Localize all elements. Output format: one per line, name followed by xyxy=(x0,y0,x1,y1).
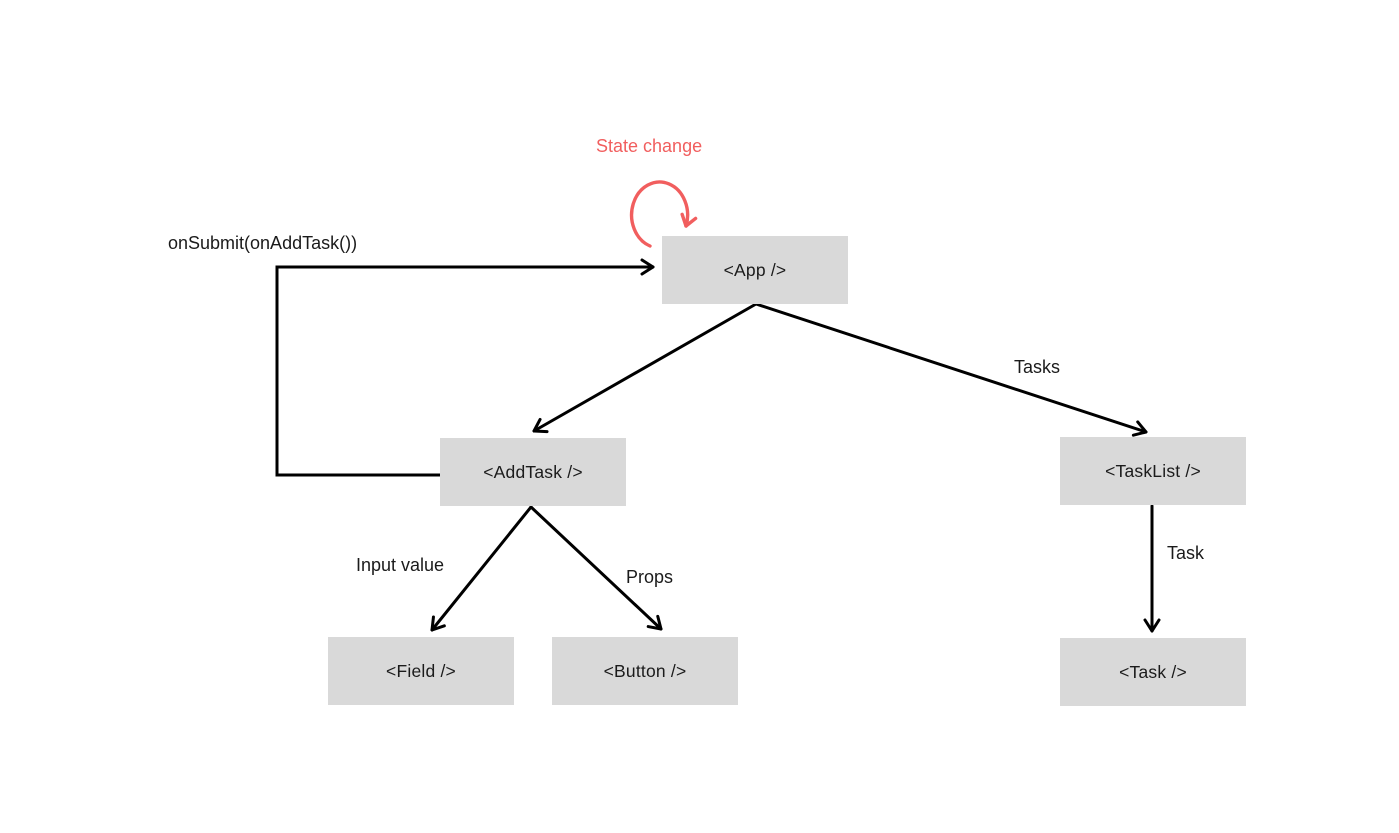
edge-app-state-change-loop xyxy=(629,180,698,248)
label-input-value: Input value xyxy=(356,555,445,575)
edge-addtask-to-app-onsubmit xyxy=(275,258,655,477)
node-app: <App /> xyxy=(662,236,848,304)
label-props: Props xyxy=(626,567,674,587)
edge-app-to-tasklist xyxy=(754,302,1148,437)
node-task-list: <TaskList /> xyxy=(1060,437,1246,505)
node-task: <Task /> xyxy=(1060,638,1246,706)
node-field: <Field /> xyxy=(328,637,514,705)
label-onsubmit-callback: onSubmit(onAddTask()) xyxy=(168,233,358,253)
label-task: Task xyxy=(1167,543,1205,563)
label-tasks: Tasks xyxy=(1014,357,1061,377)
edge-addtask-to-button xyxy=(529,505,663,631)
label-state-change: State change xyxy=(596,136,703,156)
node-button: <Button /> xyxy=(552,637,738,705)
edge-addtask-to-field xyxy=(430,505,533,632)
node-add-task: <AddTask /> xyxy=(440,438,626,506)
edge-app-to-addtask xyxy=(532,302,758,434)
